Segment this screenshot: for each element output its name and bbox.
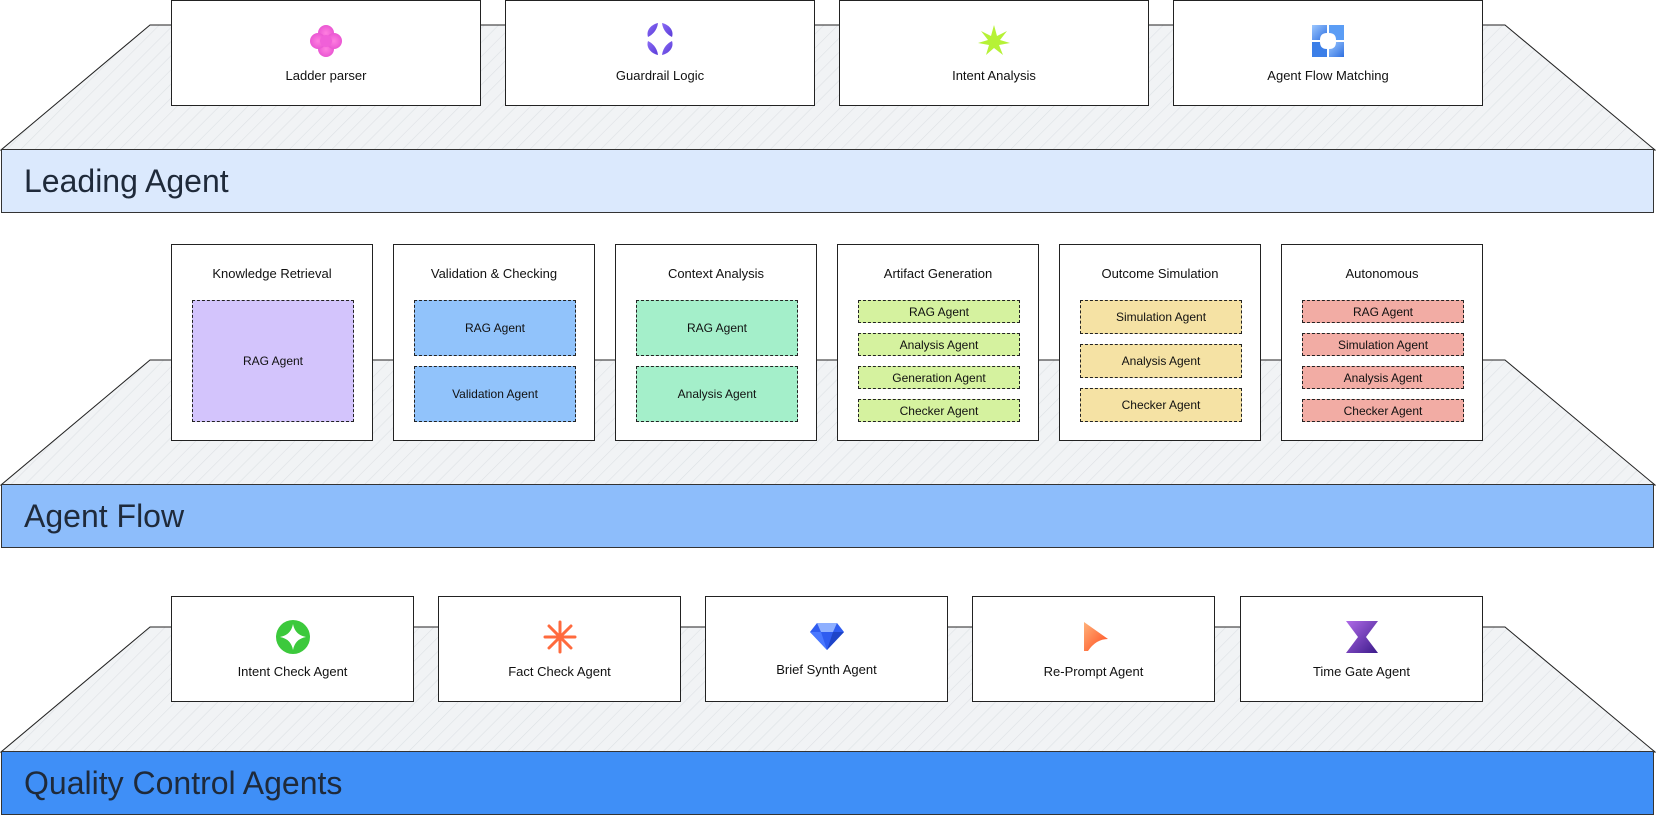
checker-agent-chip: Checker Agent [1302,399,1464,422]
orange-cursor-icon [1083,622,1108,651]
flow-card-title: Validation & Checking [430,266,558,281]
analysis-agent-chip: Analysis Agent [636,366,798,422]
rag-agent-chip: RAG Agent [858,300,1020,323]
qc-card-time-gate: Time Gate Agent [1240,596,1483,702]
pink-flower-icon [310,25,342,57]
flow-card-context-analysis: Context Analysis RAG Agent Analysis Agen… [615,244,817,441]
band-title: Quality Control Agents [24,764,343,801]
card-label: Fact Check Agent [508,664,611,679]
orange-asterisk-icon [543,620,576,654]
generation-agent-chip: Generation Agent [858,366,1020,389]
flow-card-title: Knowledge Retrieval [212,266,332,281]
qc-card-re-prompt: Re-Prompt Agent [972,596,1215,702]
analysis-agent-chip: Analysis Agent [1302,366,1464,389]
green-diamond-star-icon [275,620,310,654]
card-label: Intent Analysis [952,68,1036,83]
validation-agent-chip: Validation Agent [414,366,576,422]
leading-card-guardrail-logic: Guardrail Logic [505,0,815,106]
analysis-agent-chip: Analysis Agent [1080,344,1242,378]
flow-card-title: Artifact Generation [883,266,993,281]
card-label: Agent Flow Matching [1267,68,1389,83]
leading-card-intent-analysis: Intent Analysis [839,0,1149,106]
card-label: Brief Synth Agent [776,662,877,677]
flow-card-autonomous: Autonomous RAG Agent Simulation Agent An… [1281,244,1483,441]
checker-agent-chip: Checker Agent [1080,388,1242,422]
agent-flow-band: Agent Flow [1,484,1654,548]
blue-gem-icon [809,623,844,650]
flow-card-knowledge-retrieval: Knowledge Retrieval RAG Agent [171,244,373,441]
rag-agent-chip: RAG Agent [414,300,576,356]
leading-card-agent-flow-matching: Agent Flow Matching [1173,0,1483,106]
leading-card-ladder-parser: Ladder parser [171,0,481,106]
quality-control-band: Quality Control Agents [1,751,1654,815]
card-label: Ladder parser [285,68,367,83]
purple-hourglass-icon [1345,621,1378,653]
band-title: Agent Flow [24,497,185,534]
simulation-agent-chip: Simulation Agent [1302,333,1464,356]
flow-card-artifact-generation: Artifact Generation RAG Agent Analysis A… [837,244,1039,441]
card-label: Time Gate Agent [1312,664,1411,679]
lime-star-icon [978,25,1010,55]
qc-card-fact-check: Fact Check Agent [438,596,681,702]
qc-card-intent-check: Intent Check Agent [171,596,414,702]
rag-agent-chip: RAG Agent [636,300,798,356]
card-label: Guardrail Logic [615,68,705,83]
purple-petals-icon [647,23,673,55]
flow-card-validation-checking: Validation & Checking RAG Agent Validati… [393,244,595,441]
leading-agent-band: Leading Agent [1,149,1654,213]
flow-card-outcome-simulation: Outcome Simulation Simulation Agent Anal… [1059,244,1261,441]
simulation-agent-chip: Simulation Agent [1080,300,1242,334]
card-label: Re-Prompt Agent [1043,664,1144,679]
band-title: Leading Agent [24,162,229,199]
blue-pinwheel-icon [1312,25,1344,57]
rag-agent-chip: RAG Agent [192,300,354,422]
flow-card-title: Autonomous [1345,266,1419,281]
analysis-agent-chip: Analysis Agent [858,333,1020,356]
checker-agent-chip: Checker Agent [858,399,1020,422]
flow-card-title: Outcome Simulation [1101,266,1219,281]
qc-card-brief-synth: Brief Synth Agent [705,596,948,702]
card-label: Intent Check Agent [237,664,348,679]
flow-card-title: Context Analysis [667,266,765,281]
rag-agent-chip: RAG Agent [1302,300,1464,323]
